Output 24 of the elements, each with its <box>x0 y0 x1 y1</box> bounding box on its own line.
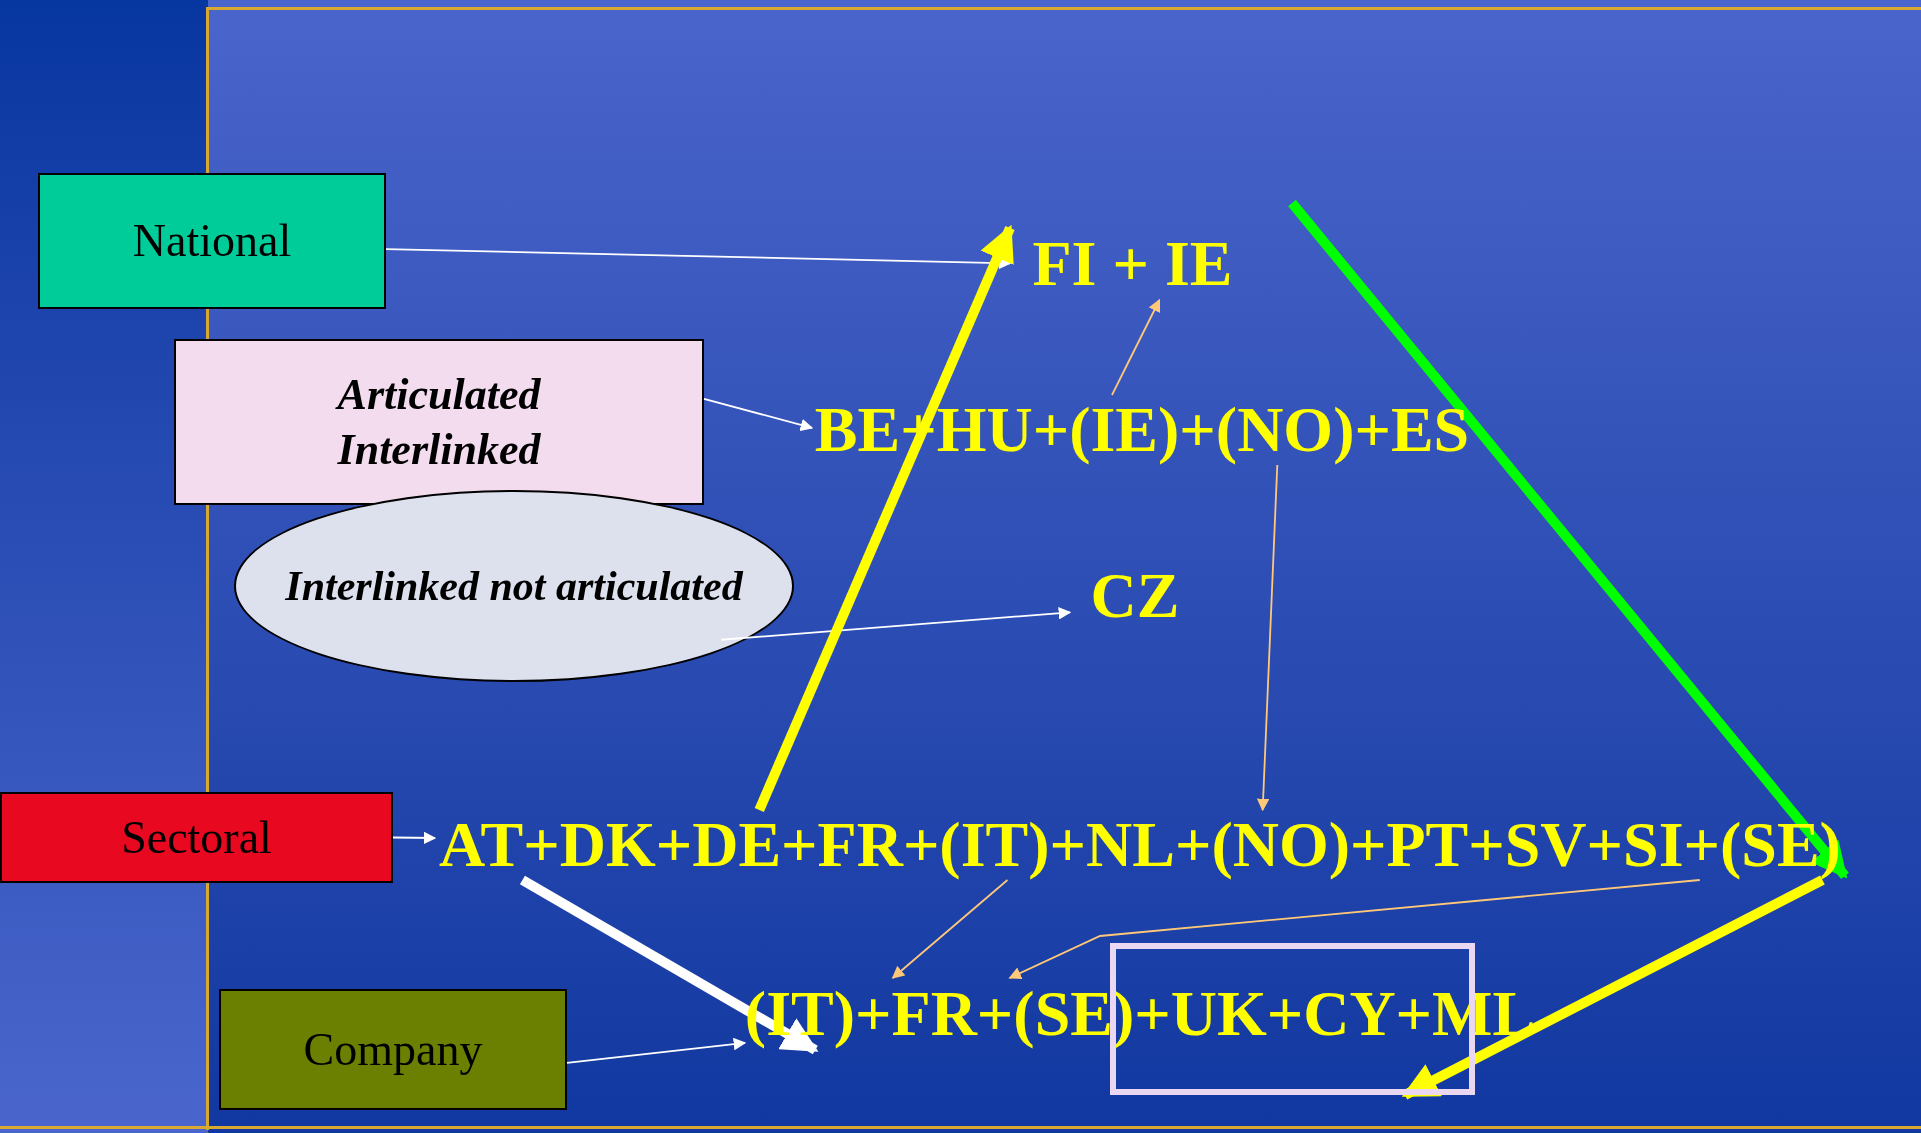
arrow <box>1111 298 1161 396</box>
category-label: National <box>132 214 292 269</box>
arrow <box>1008 879 1701 979</box>
category-box <box>219 989 567 1110</box>
category-label: Company <box>303 1022 483 1077</box>
arrow <box>392 831 437 845</box>
category-label: Interlinked not articulated <box>285 561 743 611</box>
arrow <box>891 879 1009 979</box>
arrow <box>1256 464 1279 812</box>
arrow <box>703 397 814 432</box>
arrow <box>566 1037 747 1064</box>
arrow <box>720 606 1072 641</box>
country-formula: FI + IE <box>1010 228 1255 300</box>
category-label: Articulated Interlinked <box>334 369 542 476</box>
category-label: Sectoral <box>121 810 272 865</box>
arrow <box>385 248 1012 270</box>
category-box <box>174 339 704 505</box>
thick-arrow <box>754 224 1015 812</box>
category-box <box>38 173 386 309</box>
category-box <box>0 792 393 883</box>
thick-arrow <box>1401 875 1825 1100</box>
thick-arrow <box>519 875 819 1055</box>
country-formula: CZ <box>1070 562 1200 630</box>
thick-arrow <box>1288 199 1849 879</box>
